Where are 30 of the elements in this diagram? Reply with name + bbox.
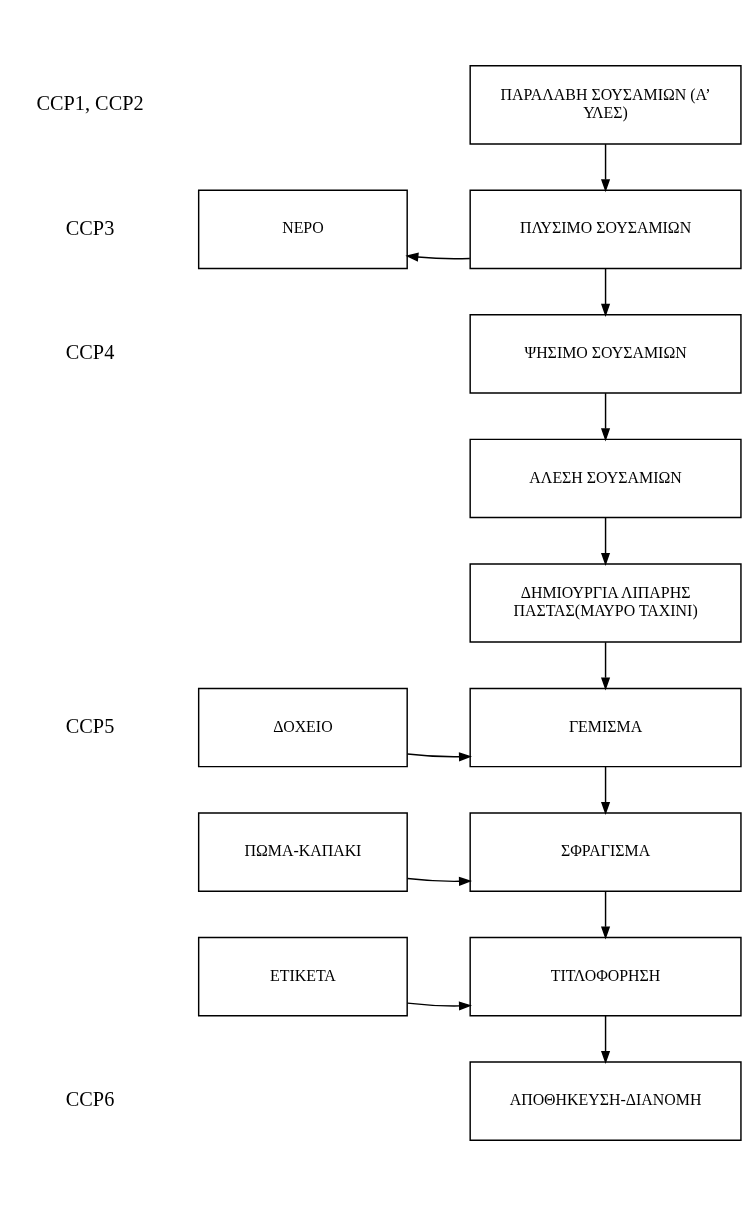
node-box: ΑΛΕΣΗ ΣΟΥΣΑΜΙΩΝ (469, 438, 742, 518)
node-box: ΠΑΡΑΛΑΒΗ ΣΟΥΣΑΜΙΩΝ (Α’ ΥΛΕΣ) (469, 64, 742, 145)
arrow (601, 392, 611, 441)
arrow (601, 142, 611, 192)
arrow (601, 1014, 611, 1064)
node-box: ΠΩΜΑ-ΚΑΠΑΚΙ (197, 811, 408, 892)
label: CCP4 (65, 340, 115, 363)
arrow (405, 252, 471, 262)
node-box: ΝΕΡΟ (197, 189, 408, 269)
node-box: ΠΛΥΣΙΜΟ ΣΟΥΣΑΜΙΩΝ (469, 189, 742, 269)
arrow (601, 890, 611, 940)
arrow (406, 876, 472, 886)
node-box: ΓΕΜΙΣΜΑ (469, 687, 742, 767)
node-box: ΔΟΧΕΙΟ (197, 687, 408, 767)
arrow (601, 765, 611, 815)
arrow (601, 641, 611, 690)
arrow (601, 516, 611, 566)
arrow (406, 1000, 472, 1010)
label: CCP1, CCP2 (36, 91, 144, 114)
label: CCP3 (65, 216, 115, 239)
node-box: ΑΠΟΘΗΚΕΥΣΗ-ΔΙΑΝΟΜΗ (469, 1060, 742, 1141)
node-box: ΕΤΙΚΕΤΑ (197, 936, 408, 1016)
node-box: ΔΗΜΙΟΥΡΓΙΑ ΛΙΠΑΡΗΣ ΠΑΣΤΑΣ(ΜΑΥΡΟ ΤΑΧΙΝΙ) (469, 562, 742, 643)
node-box: ΨΗΣΙΜΟ ΣΟΥΣΑΜΙΩΝ (469, 313, 742, 394)
label: CCP6 (65, 1087, 115, 1110)
arrow (406, 751, 472, 761)
node-box: ΣΦΡΑΓΙΣΜΑ (469, 811, 742, 892)
arrow (601, 267, 611, 317)
label: CCP5 (65, 714, 115, 737)
node-box: ΤΙΤΛΟΦΟΡΗΣΗ (469, 936, 742, 1016)
